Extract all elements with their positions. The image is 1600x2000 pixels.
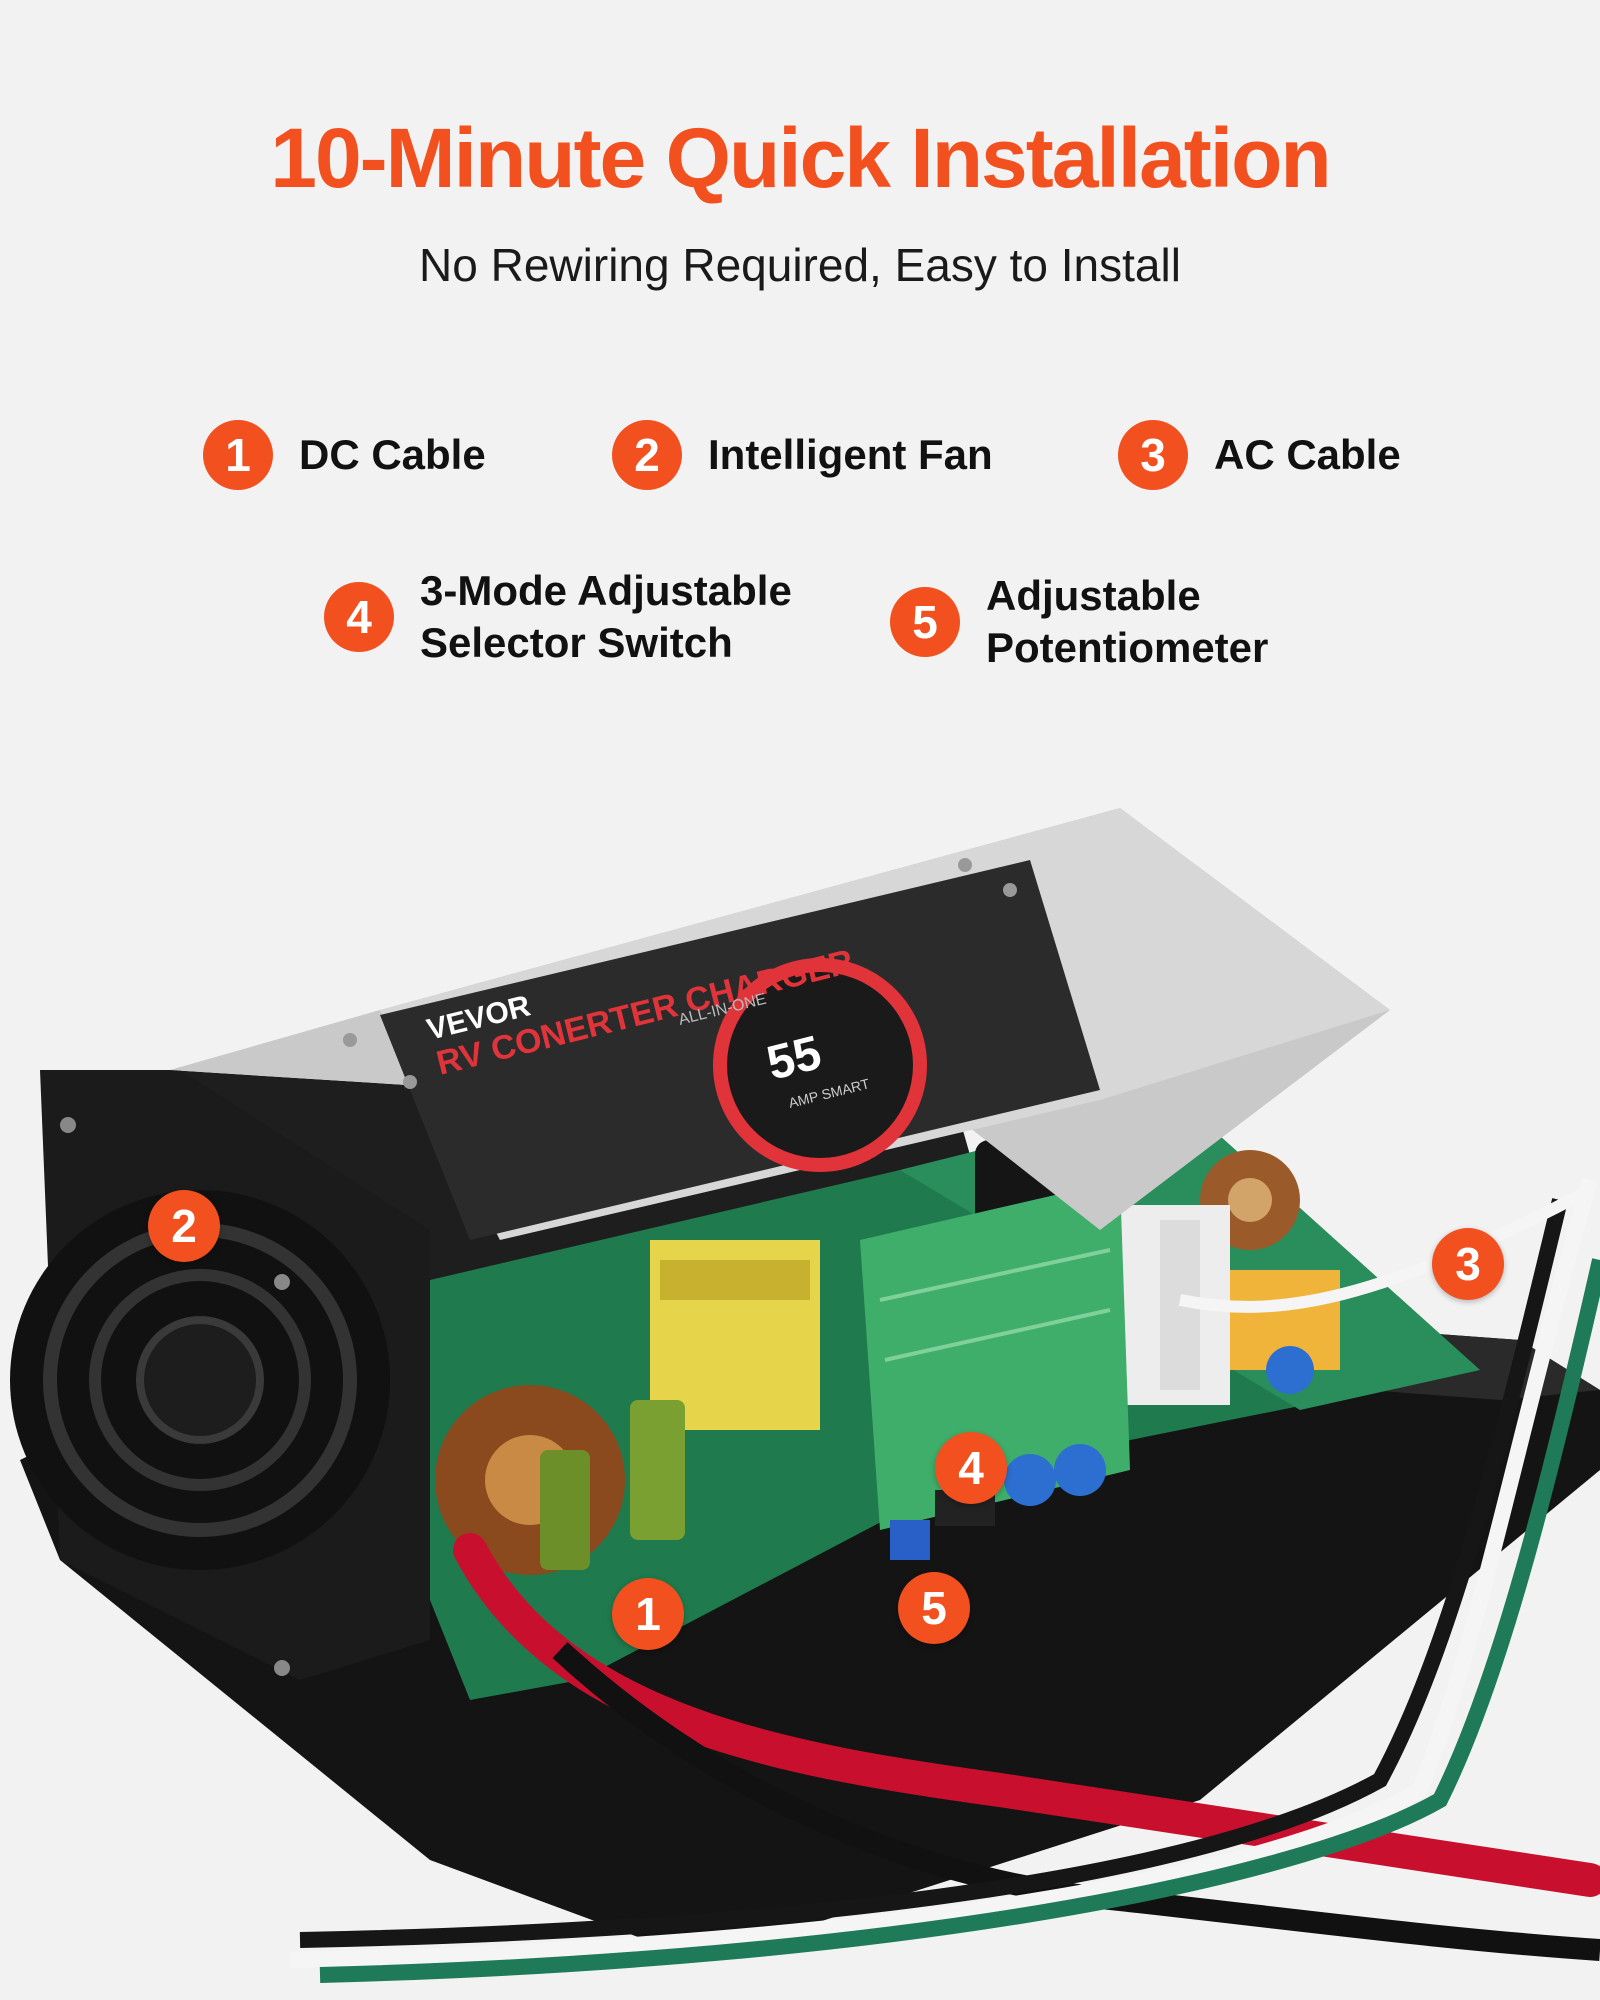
- feature-number-badge: 3: [1118, 420, 1188, 490]
- callout-ac-cable: 3: [1432, 1228, 1504, 1300]
- callout-selector-switch: 4: [935, 1432, 1007, 1504]
- potentiometer: [890, 1520, 930, 1560]
- feature-label: DC Cable: [299, 431, 486, 478]
- feature-dc-cable: 1 DC Cable: [203, 420, 486, 490]
- control-board: [860, 1180, 1130, 1530]
- feature-ac-cable: 3 AC Cable: [1118, 420, 1401, 490]
- feature-number-badge: 5: [890, 587, 960, 657]
- feature-number-badge: 4: [324, 582, 394, 652]
- callout-dc-cable: 1: [612, 1578, 684, 1650]
- feature-number-badge: 2: [612, 420, 682, 490]
- product-amps: 55: [762, 1026, 827, 1090]
- feature-label: Adjustable Potentiometer: [986, 572, 1269, 671]
- feature-label: Intelligent Fan: [708, 431, 993, 478]
- page-title: 10-Minute Quick Installation: [270, 111, 1332, 205]
- feature-potentiometer: 5 Adjustable Potentiometer: [890, 570, 1268, 674]
- ac-cable-green: [319, 1258, 1600, 1983]
- feature-label: 3-Mode Adjustable Selector Switch: [420, 567, 792, 666]
- feature-selector-switch: 4 3-Mode Adjustable Selector Switch: [324, 565, 792, 669]
- ac-cable-black: [299, 1198, 1568, 1948]
- page-subtitle: No Rewiring Required, Easy to Install: [419, 239, 1181, 291]
- callout-potentiometer: 5: [898, 1572, 970, 1644]
- callout-intelligent-fan: 2: [148, 1190, 220, 1262]
- feature-intelligent-fan: 2 Intelligent Fan: [612, 420, 993, 490]
- capacitor: [540, 1450, 590, 1570]
- product-photo: VEVOR RV CONERTER CHARGER ALL-IN-ONE 55 …: [10, 808, 1600, 1983]
- feature-label: AC Cable: [1214, 431, 1401, 478]
- ac-cable-white: [289, 1177, 1598, 1968]
- feature-number-badge: 1: [203, 420, 273, 490]
